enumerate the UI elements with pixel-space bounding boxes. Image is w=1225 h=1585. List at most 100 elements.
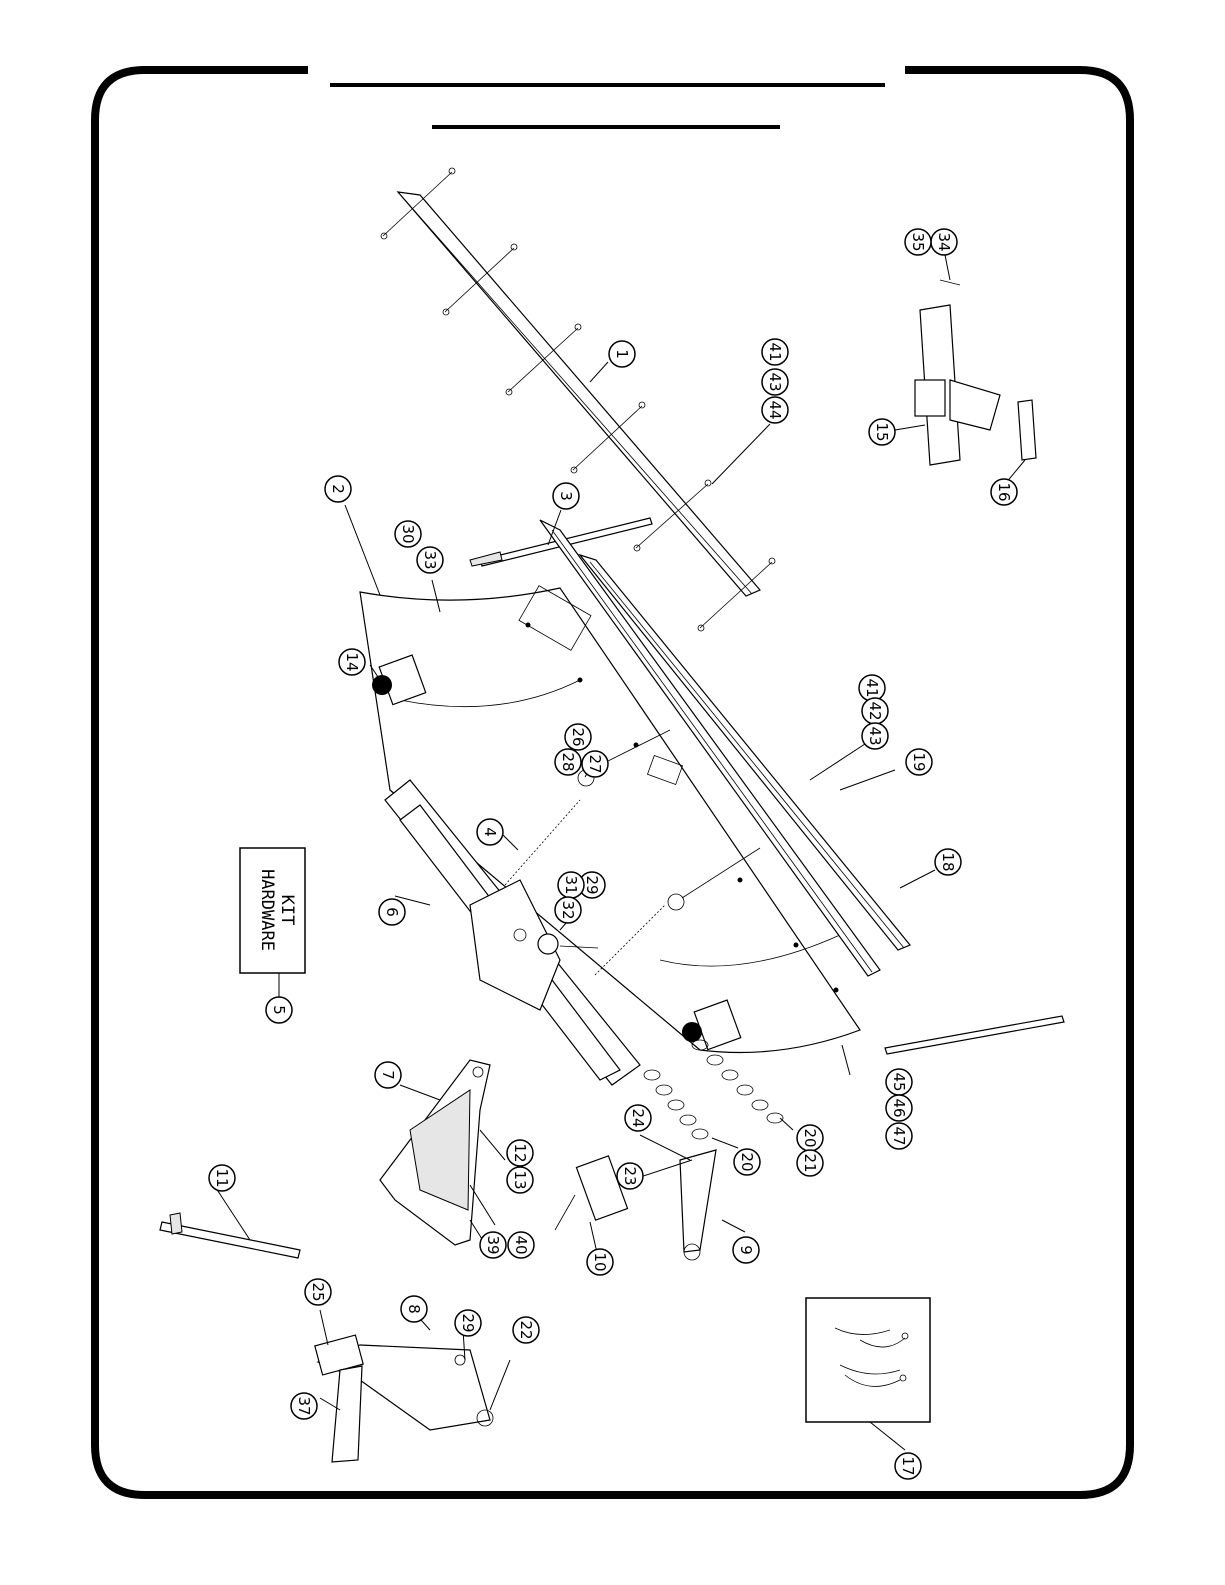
hardware-kit-line1: HARDWARE xyxy=(257,869,277,951)
part-17-wiring-harness-box xyxy=(806,1298,930,1422)
callout-label: 39 xyxy=(484,1235,502,1254)
callout-c41: 41 xyxy=(762,339,788,365)
part-20-chain xyxy=(644,1040,783,1139)
callout-c45: 45 xyxy=(886,1069,912,1095)
callout-label: 45 xyxy=(890,1072,908,1091)
callout-label: 18 xyxy=(939,852,957,871)
callout-c16: 16 xyxy=(991,479,1017,505)
part-9-lift-arm xyxy=(680,1150,716,1260)
callout-c37: 37 xyxy=(291,1393,317,1419)
callout-c11: 11 xyxy=(209,1165,235,1191)
callout-c6: 6 xyxy=(379,899,405,925)
part-10-actuator xyxy=(555,1156,628,1230)
callout-c8: 8 xyxy=(401,1296,427,1322)
part-37-receiver-tube xyxy=(332,1366,362,1462)
callout-c4: 4 xyxy=(477,819,503,845)
callout-c44: 44 xyxy=(762,397,788,423)
callout-label: 47 xyxy=(890,1126,908,1145)
callout-label: 43 xyxy=(766,372,784,391)
callout-c1: 1 xyxy=(609,341,635,367)
callout-label: 32 xyxy=(559,900,577,919)
callout-label: 27 xyxy=(586,754,604,773)
callout-label: 28 xyxy=(559,752,577,771)
callout-label: 41 xyxy=(766,342,784,361)
callout-label: 20 xyxy=(801,1128,819,1147)
callout-label: 2 xyxy=(329,484,347,494)
callout-c19: 19 xyxy=(906,749,932,775)
callout-c46: 46 xyxy=(886,1095,912,1121)
callout-c35: 35 xyxy=(905,229,931,255)
callout-c2: 2 xyxy=(325,476,351,502)
callout-c30: 30 xyxy=(395,521,421,547)
callout-label: 13 xyxy=(511,1170,529,1189)
callout-c20b: 20 xyxy=(797,1125,823,1151)
callout-label: 5 xyxy=(270,1005,288,1015)
hardware-kit-line2: KIT xyxy=(277,895,297,926)
callout-label: 31 xyxy=(562,875,580,894)
callout-c25: 25 xyxy=(305,1279,331,1305)
callout-label: 20 xyxy=(738,1152,756,1171)
callout-label: 17 xyxy=(899,1456,917,1475)
callout-label: 30 xyxy=(399,524,417,543)
callout-c18: 18 xyxy=(935,849,961,875)
callout-c34: 34 xyxy=(931,229,957,255)
callout-c21: 21 xyxy=(797,1150,823,1176)
callout-label: 1 xyxy=(613,349,631,359)
callout-label: 9 xyxy=(737,1245,755,1255)
callout-c24: 24 xyxy=(625,1105,651,1131)
callout-label: 7 xyxy=(379,1070,397,1080)
callout-label: 21 xyxy=(801,1153,819,1172)
callout-label: 4 xyxy=(481,827,499,837)
callout-c26: 26 xyxy=(565,724,591,750)
callout-label: 14 xyxy=(343,652,361,671)
callout-c15: 15 xyxy=(869,419,895,445)
part-16-plate xyxy=(1018,400,1036,460)
callout-label: 11 xyxy=(213,1168,231,1187)
callout-label: 22 xyxy=(517,1320,535,1339)
callout-label: 26 xyxy=(569,727,587,746)
hardware-kit-box: HARDWARE KIT xyxy=(240,848,305,973)
callout-c43b: 43 xyxy=(862,723,888,749)
callout-c7: 7 xyxy=(375,1062,401,1088)
callout-c39: 39 xyxy=(480,1232,506,1258)
callout-label: 10 xyxy=(591,1252,609,1271)
callout-c22: 22 xyxy=(513,1317,539,1343)
callout-label: 12 xyxy=(511,1143,529,1162)
callout-c43: 43 xyxy=(762,369,788,395)
callout-label: 6 xyxy=(383,907,401,917)
callout-c28: 28 xyxy=(555,749,581,775)
callout-label: 23 xyxy=(621,1166,639,1185)
part-rod-lower xyxy=(885,1016,1064,1054)
callout-label: 19 xyxy=(910,752,928,771)
part-7-mount-frame xyxy=(380,1060,490,1245)
callout-label: 46 xyxy=(890,1098,908,1117)
callout-label: 25 xyxy=(309,1282,327,1301)
callout-label: 24 xyxy=(629,1108,647,1127)
callout-label: 35 xyxy=(909,232,927,251)
callout-c10: 10 xyxy=(587,1249,613,1275)
callout-c31: 31 xyxy=(558,872,584,898)
callout-c33: 33 xyxy=(417,547,443,573)
callout-label: 8 xyxy=(405,1304,423,1314)
callout-c32: 32 xyxy=(555,897,581,923)
callout-label: 15 xyxy=(873,422,891,441)
callout-c12: 12 xyxy=(507,1140,533,1166)
callout-c40: 40 xyxy=(508,1232,534,1258)
callout-c41b: 41 xyxy=(859,675,885,701)
callout-label: 42 xyxy=(866,701,884,720)
callout-label: 16 xyxy=(995,482,1013,501)
callout-label: 33 xyxy=(421,550,439,569)
callout-label: 3 xyxy=(557,491,575,501)
callout-label: 29 xyxy=(583,875,601,894)
callout-c42: 42 xyxy=(862,698,888,724)
callout-c13: 13 xyxy=(507,1167,533,1193)
part-11-flat-bar xyxy=(160,1213,300,1258)
callout-c9: 9 xyxy=(733,1237,759,1263)
part-15-mount-bracket xyxy=(915,280,1000,465)
callout-c27: 27 xyxy=(582,751,608,777)
callout-label: 34 xyxy=(935,232,953,251)
callout-label: 44 xyxy=(766,400,784,419)
callout-c29b: 29 xyxy=(455,1310,481,1336)
callout-label: 29 xyxy=(459,1313,477,1332)
